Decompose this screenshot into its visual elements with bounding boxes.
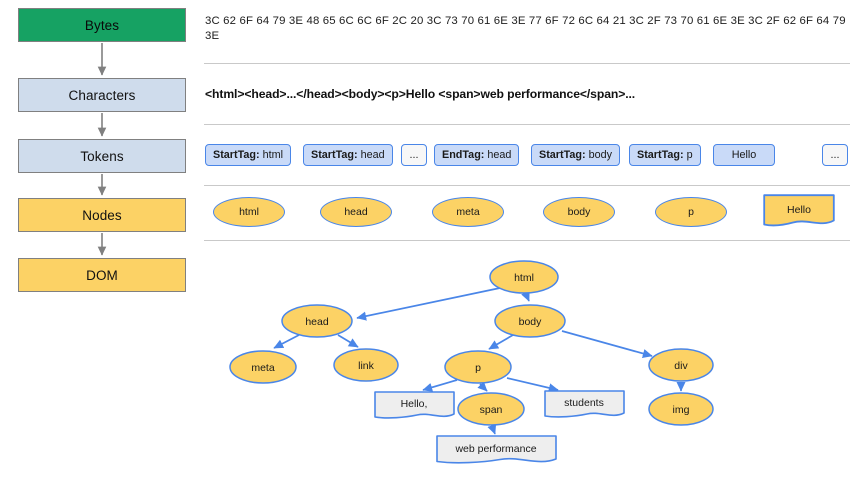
tree-node-meta: meta [229, 350, 297, 384]
token-value: ... [409, 149, 419, 161]
node-label: body [567, 206, 591, 218]
token-chip: StartTag: head [303, 144, 393, 166]
token-value: p [686, 149, 693, 161]
node-shape-hello-text: Hello [763, 194, 835, 228]
tree-node-p: p [444, 350, 512, 384]
edge-span-webperf [487, 423, 497, 435]
edge-html-body [521, 290, 530, 302]
edge-head-meta [273, 334, 300, 349]
pipeline-step-label: Nodes [82, 207, 122, 223]
token-chip: StartTag: p [629, 144, 701, 166]
dom-tree-nodes: html head body meta link [229, 260, 714, 464]
pipeline-step-tokens: Tokens [18, 139, 186, 173]
tree-node-label: img [673, 404, 690, 416]
token-value: html [262, 149, 283, 161]
pipeline-step-label: Tokens [80, 148, 124, 164]
token-chip-ellipsis: ... [822, 144, 848, 166]
dom-tree-edges [273, 287, 686, 435]
tree-node-students-text: students [544, 390, 625, 418]
node-label: p [688, 206, 694, 218]
node-shape-html: html [213, 197, 285, 227]
pipeline-step-characters: Characters [18, 78, 186, 112]
bytes-hex-text: 3C 62 6F 64 79 3E 48 65 6C 6C 6F 2C 20 3… [205, 15, 850, 42]
pipeline-step-label: Characters [68, 87, 136, 103]
tree-node-label: html [514, 272, 534, 284]
separator-tokens-nodes [204, 185, 850, 186]
pipeline-step-dom: DOM [18, 258, 186, 292]
node-label: Hello [787, 203, 811, 216]
token-chip: StartTag: html [205, 144, 291, 166]
document-shape-icon [374, 391, 455, 419]
token-chip: EndTag: head [434, 144, 520, 166]
pipeline-step-label: DOM [86, 267, 118, 283]
tree-node-label: Hello, [401, 398, 428, 410]
document-shape-icon [436, 435, 557, 464]
tree-node-label: students [564, 397, 604, 409]
tree-node-body: body [494, 304, 566, 338]
pipeline-step-label: Bytes [84, 17, 120, 33]
token-value: Hello [731, 149, 757, 161]
separator-characters-tokens [204, 124, 850, 125]
token-kind: EndTag: [442, 149, 485, 161]
tree-node-label: meta [251, 362, 275, 374]
node-label: meta [456, 206, 480, 218]
node-shape-meta: meta [432, 197, 504, 227]
node-shape-body: body [543, 197, 615, 227]
tree-node-label: web performance [454, 443, 536, 455]
token-chip: Hello [713, 144, 775, 166]
token-kind: StartTag: [637, 149, 684, 161]
tree-node-link: link [333, 348, 399, 382]
tree-node-label: body [519, 316, 543, 328]
document-shape-icon [544, 390, 625, 418]
edge-p-span [477, 381, 488, 392]
separator-bytes-characters [204, 63, 850, 64]
tree-node-div: div [648, 348, 714, 382]
token-kind: StartTag: [311, 149, 358, 161]
edge-html-head [356, 287, 501, 321]
pipeline-step-nodes: Nodes [18, 198, 186, 232]
tree-node-img: img [648, 392, 714, 426]
document-shape-icon [763, 194, 835, 227]
node-label: head [344, 206, 368, 218]
tree-node-html: html [489, 260, 559, 294]
tree-node-label: head [305, 316, 329, 328]
pipeline-step-bytes: Bytes [18, 8, 186, 42]
token-chip: StartTag: body [531, 144, 621, 166]
edge-head-link [337, 334, 359, 348]
tree-node-label: div [674, 360, 688, 372]
tree-node-label: link [358, 360, 375, 372]
tree-node-webperformance-text: web performance [436, 435, 557, 464]
tree-node-hello-text: Hello, [374, 391, 455, 419]
node-shape-head: head [320, 197, 392, 227]
token-value: ... [830, 149, 840, 161]
characters-markup-text: <html><head>...</head><body><p>Hello <sp… [205, 87, 636, 101]
node-shape-p: p [655, 197, 727, 227]
tree-node-label: span [480, 404, 503, 416]
edge-p-hello [422, 379, 458, 392]
tree-node-label: p [475, 362, 481, 374]
token-value: head [487, 149, 512, 161]
token-value: head [360, 149, 385, 161]
node-label: html [239, 206, 259, 218]
separator-nodes-dom [204, 240, 850, 241]
token-chip-ellipsis: ... [401, 144, 427, 166]
edge-body-p [488, 334, 514, 350]
token-kind: StartTag: [213, 149, 260, 161]
edge-body-div [561, 330, 653, 358]
token-value: body [588, 149, 613, 161]
token-kind: StartTag: [539, 149, 586, 161]
edge-p-students [506, 377, 559, 393]
tree-node-head: head [281, 304, 353, 338]
tree-node-span: span [457, 392, 525, 426]
